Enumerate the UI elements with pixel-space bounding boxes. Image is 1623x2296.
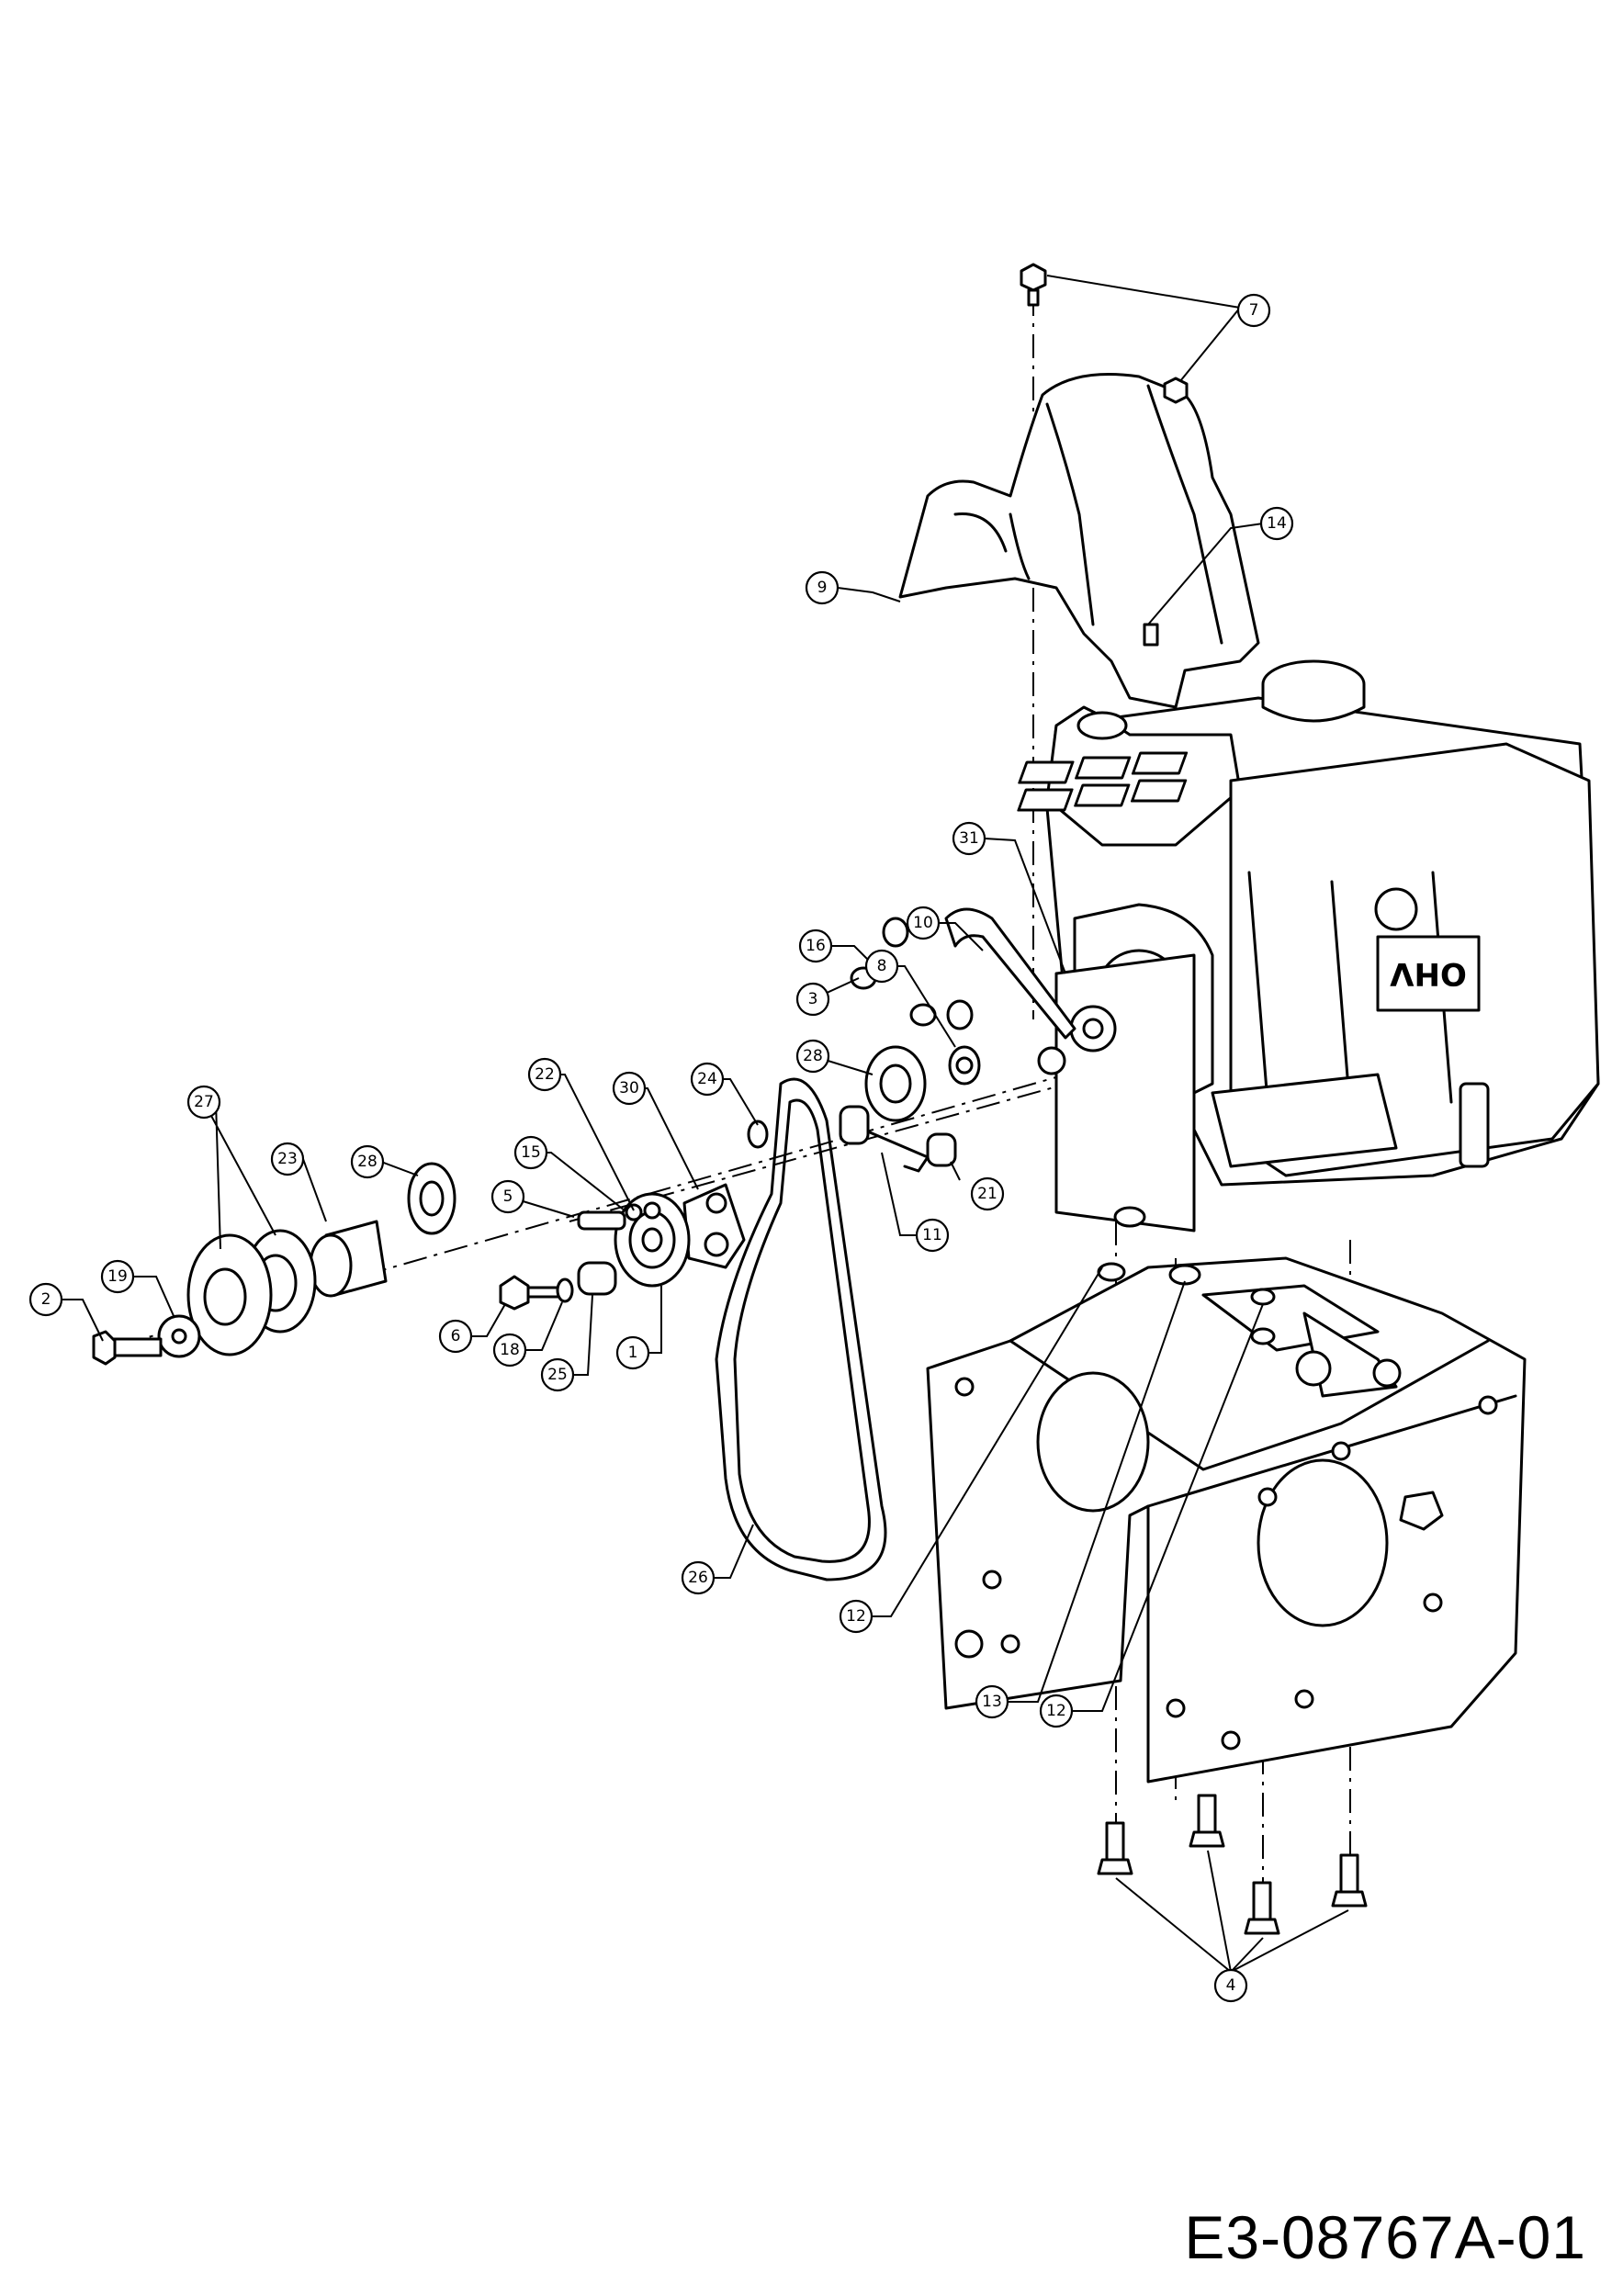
svg-text:14: 14 bbox=[1267, 514, 1287, 533]
svg-text:21: 21 bbox=[977, 1185, 997, 1203]
callout-12-right: 12 bbox=[1039, 1694, 1074, 1728]
svg-text:31: 31 bbox=[959, 829, 979, 848]
callout-13: 13 bbox=[975, 1684, 1009, 1719]
svg-text:26: 26 bbox=[688, 1569, 708, 1587]
callout-4: 4 bbox=[1213, 1968, 1248, 2003]
svg-text:9: 9 bbox=[817, 579, 828, 597]
engine: OHV bbox=[1017, 659, 1600, 1187]
drawing-number: E3-08767A-01 bbox=[1184, 2203, 1586, 2271]
svg-text:22: 22 bbox=[535, 1065, 555, 1084]
callout-2: 2 bbox=[28, 1282, 63, 1317]
svg-text:16: 16 bbox=[806, 937, 826, 955]
drive-belt bbox=[715, 1077, 887, 1581]
svg-text:12: 12 bbox=[846, 1607, 866, 1626]
leader-lines bbox=[62, 275, 1349, 1973]
callout-1: 1 bbox=[615, 1335, 650, 1370]
callout-28-left: 28 bbox=[350, 1144, 385, 1179]
callout-19: 19 bbox=[100, 1259, 135, 1294]
callout-30: 30 bbox=[612, 1071, 647, 1106]
callout-16: 16 bbox=[798, 929, 833, 963]
svg-text:28: 28 bbox=[803, 1047, 823, 1065]
chassis-frame bbox=[926, 1206, 1527, 1784]
svg-text:6: 6 bbox=[451, 1327, 461, 1345]
svg-text:28: 28 bbox=[357, 1153, 378, 1171]
callout-11: 11 bbox=[915, 1218, 950, 1253]
callout-27: 27 bbox=[186, 1085, 221, 1120]
svg-text:12: 12 bbox=[1046, 1702, 1066, 1720]
small-fasteners bbox=[839, 917, 981, 1173]
callout-12-left: 12 bbox=[839, 1599, 873, 1634]
idler-pulley-assembly bbox=[499, 1120, 769, 1311]
drive-pulley-stack bbox=[92, 1162, 456, 1366]
svg-text:25: 25 bbox=[547, 1366, 568, 1384]
svg-text:1: 1 bbox=[628, 1344, 638, 1362]
callout-15: 15 bbox=[513, 1135, 548, 1170]
svg-text:24: 24 bbox=[697, 1070, 717, 1088]
svg-text:4: 4 bbox=[1226, 1976, 1236, 1995]
belt-guard-plate bbox=[1054, 953, 1196, 1232]
svg-text:27: 27 bbox=[194, 1093, 214, 1111]
svg-text:7: 7 bbox=[1249, 301, 1259, 320]
callout-31: 31 bbox=[952, 821, 986, 856]
svg-text:11: 11 bbox=[922, 1226, 942, 1244]
svg-text:30: 30 bbox=[619, 1079, 639, 1097]
engine-badge: OHV bbox=[1389, 955, 1466, 992]
callout-14: 14 bbox=[1259, 506, 1294, 541]
svg-text:23: 23 bbox=[277, 1150, 298, 1168]
svg-text:2: 2 bbox=[41, 1290, 51, 1309]
callout-10: 10 bbox=[906, 906, 941, 940]
callout-3: 3 bbox=[795, 982, 830, 1017]
callout-23: 23 bbox=[270, 1142, 305, 1176]
mounting-bolts bbox=[1020, 263, 1368, 1935]
svg-text:13: 13 bbox=[982, 1693, 1002, 1711]
callout-6: 6 bbox=[438, 1319, 473, 1354]
callout-22: 22 bbox=[527, 1057, 562, 1092]
callout-28-right: 28 bbox=[795, 1039, 830, 1074]
svg-text:18: 18 bbox=[500, 1341, 520, 1359]
svg-text:3: 3 bbox=[808, 990, 818, 1008]
svg-text:15: 15 bbox=[521, 1143, 541, 1162]
callout-24: 24 bbox=[690, 1062, 725, 1097]
callout-5: 5 bbox=[490, 1179, 525, 1214]
callout-7: 7 bbox=[1236, 293, 1271, 328]
svg-text:5: 5 bbox=[503, 1187, 513, 1206]
svg-text:8: 8 bbox=[877, 957, 887, 975]
idler-lever bbox=[944, 907, 1076, 1075]
callout-26: 26 bbox=[681, 1560, 716, 1595]
callout-8: 8 bbox=[864, 949, 899, 984]
callout-25: 25 bbox=[540, 1357, 575, 1392]
svg-text:10: 10 bbox=[913, 914, 933, 932]
callout-21: 21 bbox=[970, 1176, 1005, 1211]
callout-9: 9 bbox=[805, 570, 840, 605]
svg-text:19: 19 bbox=[107, 1267, 128, 1286]
engine-grille bbox=[1017, 751, 1189, 812]
callout-18: 18 bbox=[492, 1333, 527, 1367]
engine-shroud bbox=[898, 373, 1260, 709]
